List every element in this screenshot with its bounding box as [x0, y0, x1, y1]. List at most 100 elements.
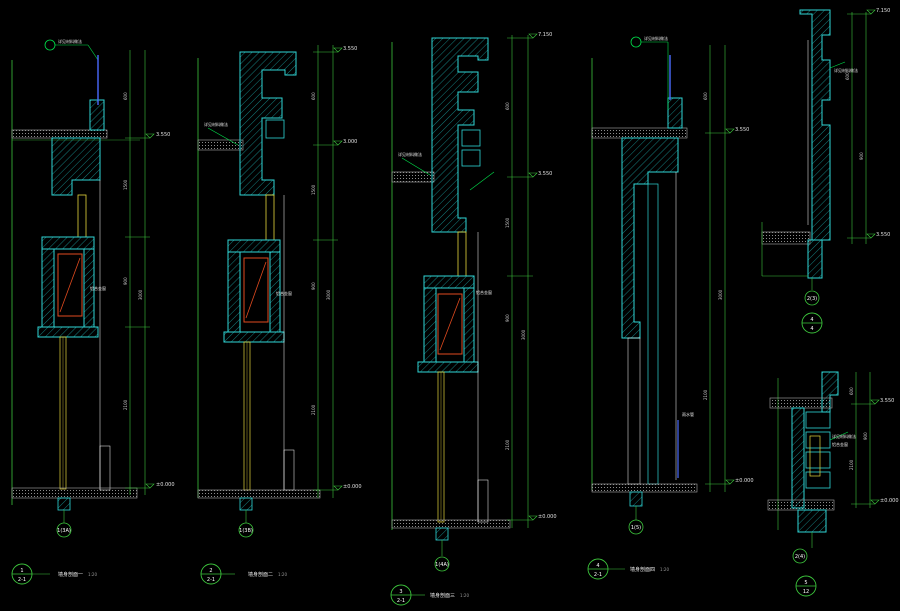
- gutter: [461, 129, 481, 147]
- lintel: [423, 275, 475, 289]
- level-text: ±0.000: [735, 478, 754, 484]
- axis-bubble: [804, 290, 820, 306]
- parapet-wall: [667, 97, 683, 129]
- callout-sheet: 2-1: [207, 577, 215, 583]
- axis-bubble: [434, 556, 450, 572]
- level-text: ±0.000: [156, 482, 175, 488]
- axis-label: 1(3B): [239, 528, 253, 534]
- beam: [807, 239, 823, 279]
- leader-line: [469, 171, 495, 191]
- annotation: 铝合金窗: [90, 285, 106, 291]
- level-text: ±0.000: [880, 498, 899, 504]
- floor-slab: [767, 499, 835, 511]
- section-title: 墙身剖面二: [248, 571, 273, 578]
- level-text: 3.550: [538, 171, 552, 177]
- dimension-text: 900: [123, 277, 128, 285]
- annotation: 详见材料做法: [204, 121, 228, 127]
- wall-block: [805, 411, 831, 429]
- callout-number: 2: [209, 568, 212, 574]
- dimension-text: 1500: [123, 179, 128, 190]
- annotation: 详见材料做法: [58, 38, 82, 44]
- dimension-text: 2100: [703, 389, 708, 400]
- dimension-text: 600: [505, 102, 510, 110]
- section-scale: 1:20: [278, 572, 287, 577]
- dimension-text: 3000: [326, 289, 331, 300]
- annotation: 详见材料做法: [834, 67, 858, 73]
- level-text: 3.550: [880, 398, 894, 404]
- wall-section-2: 600 1500 3000 900 2100 3.550 3.000 ±0.00…: [197, 45, 362, 585]
- dimension-text: 900: [859, 152, 864, 160]
- axis-bubble: [628, 519, 644, 535]
- leader-line: [401, 157, 431, 176]
- level-text: 3.550: [735, 127, 749, 133]
- dimension-text: 2100: [505, 439, 510, 450]
- callout-number: 3: [399, 589, 402, 595]
- wall-pier: [423, 287, 437, 363]
- leader-line: [87, 44, 99, 61]
- level-text: ±0.000: [343, 484, 362, 490]
- dimension-text: 3000: [138, 289, 143, 300]
- section-scale: 1:20: [88, 572, 97, 577]
- section-title: 墙身剖面四: [630, 566, 655, 573]
- annotation: 铝合金窗: [476, 289, 492, 295]
- callout-sheet: 2-1: [594, 572, 602, 578]
- axis-bubble: [792, 548, 808, 564]
- foundation: [797, 509, 827, 533]
- callout-number: 5: [804, 580, 807, 586]
- section-title: 墙身剖面三: [430, 592, 455, 599]
- axis-label: 1(3A): [57, 528, 71, 534]
- level-marker: [333, 485, 343, 491]
- callout-sheet: 12: [803, 589, 809, 595]
- level-marker: [725, 128, 735, 134]
- annotation: 详见材料做法: [832, 433, 856, 439]
- foundation: [629, 491, 643, 507]
- foundation: [435, 527, 449, 541]
- dimension-text: 3000: [521, 329, 526, 340]
- wall-block: [805, 451, 831, 469]
- axis-label: 1(4A): [435, 562, 449, 568]
- dimension-text: 600: [849, 387, 854, 395]
- roof-slab: [11, 129, 108, 139]
- dimension-text: 600: [311, 92, 316, 100]
- wall-pier: [227, 251, 241, 333]
- wall-pier: [463, 287, 475, 363]
- wall-block: [805, 471, 831, 489]
- dimension-text: 600: [123, 92, 128, 100]
- axis-bubble: [56, 522, 72, 538]
- annotation: 铝合金窗: [832, 441, 848, 447]
- leader-line: [829, 431, 849, 441]
- section-title: 墙身剖面一: [58, 571, 83, 578]
- roof-slab: [769, 397, 833, 409]
- roof-slab: [591, 127, 688, 139]
- level-text: 7.150: [876, 8, 890, 14]
- level-marker: [145, 483, 155, 489]
- wall-section-3: 600 1500 3000 900 2100 7.150 3.550 ±0.00…: [390, 32, 557, 606]
- callout-number: 4: [810, 317, 813, 323]
- window-frame: [437, 293, 463, 355]
- dimension-text: 900: [311, 282, 316, 290]
- lintel: [227, 239, 281, 253]
- leader-line: [829, 61, 846, 69]
- level-marker: [528, 172, 538, 178]
- level-marker: [528, 515, 538, 521]
- wall-section-6: 600 900 2100 3.550 ±0.000 详见材料做法 铝合金窗 2(…: [767, 371, 899, 597]
- parapet-block: [239, 51, 297, 196]
- wall-pier: [791, 407, 805, 509]
- level-marker: [725, 479, 735, 485]
- leader-line: [207, 127, 239, 146]
- window-opening-mark: [439, 297, 461, 351]
- callout-number: 4: [596, 563, 599, 569]
- dimension-text: 600: [845, 72, 850, 80]
- window-opening-mark: [245, 261, 267, 319]
- level-marker: [866, 233, 876, 239]
- parapet-wall: [89, 99, 105, 131]
- level-text: ±0.000: [538, 514, 557, 520]
- level-text: 3.000: [343, 139, 357, 145]
- level-marker: [333, 47, 343, 53]
- axis-label: 1(5): [631, 525, 641, 531]
- window-frame: [243, 257, 269, 323]
- parapet-block: [431, 37, 489, 233]
- axis-label: 2(3): [807, 296, 817, 302]
- level-text: 7.150: [538, 32, 552, 38]
